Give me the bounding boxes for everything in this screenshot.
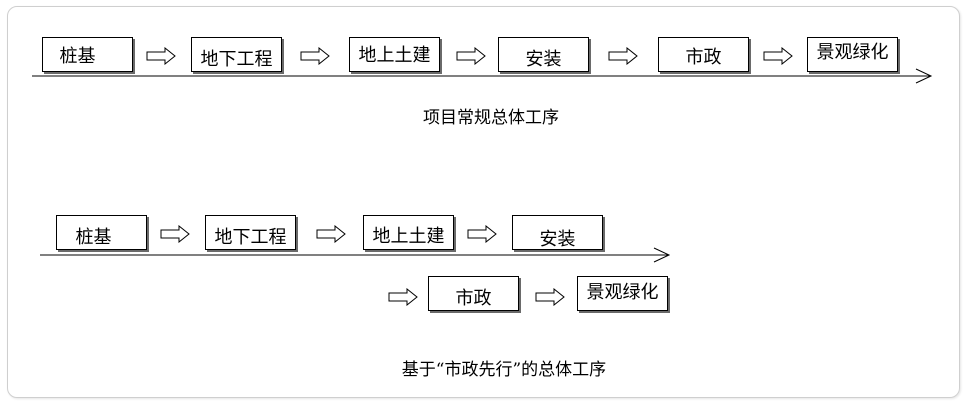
step-label: 桩基 (75, 226, 112, 248)
step-underground-works: 地下工程 (191, 37, 282, 72)
step-aboveground-civil: 地上土建 (363, 215, 454, 250)
step-pile-foundation: 桩基 (56, 215, 147, 250)
step-municipal: 市政 (658, 37, 749, 72)
flow-arrow-icon (467, 225, 497, 243)
step-underground-works: 地下工程 (205, 215, 296, 250)
step-installation: 安装 (498, 37, 589, 72)
flow-arrow-icon (300, 47, 330, 65)
step-aboveground-civil: 地上土建 (349, 37, 440, 72)
step-landscaping: 景观绿化 (807, 37, 898, 72)
step-label: 景观绿化 (586, 281, 659, 303)
flow-arrow-icon (535, 288, 565, 306)
step-label: 市政 (685, 46, 722, 68)
flow-arrow-icon (608, 47, 638, 65)
flow-arrow-icon (316, 225, 346, 243)
step-label: 安装 (525, 48, 562, 70)
step-label: 桩基 (59, 45, 96, 67)
step-label: 市政 (455, 287, 492, 309)
flow-arrow-icon (763, 47, 793, 65)
diagram-caption-2: 基于“市政先行”的总体工序 (401, 360, 607, 380)
timeline-arrow-2 (40, 247, 671, 263)
step-municipal: 市政 (428, 276, 519, 311)
step-label: 景观绿化 (816, 41, 889, 63)
flow-arrow-icon (388, 288, 418, 306)
step-pile-foundation: 桩基 (42, 37, 133, 72)
figure-frame (7, 6, 960, 398)
step-label: 地下工程 (200, 48, 273, 70)
flow-arrow-icon (160, 225, 190, 243)
step-installation: 安装 (512, 215, 603, 250)
flow-arrow-icon (456, 47, 486, 65)
step-label: 地上土建 (372, 225, 445, 247)
step-landscaping: 景观绿化 (577, 276, 668, 311)
step-label: 地上土建 (358, 44, 431, 66)
step-label: 地下工程 (214, 226, 287, 248)
step-label: 安装 (539, 228, 576, 250)
timeline-arrow-1 (32, 68, 933, 84)
flow-arrow-icon (146, 47, 176, 65)
diagram-caption-1: 项目常规总体工序 (423, 108, 559, 128)
